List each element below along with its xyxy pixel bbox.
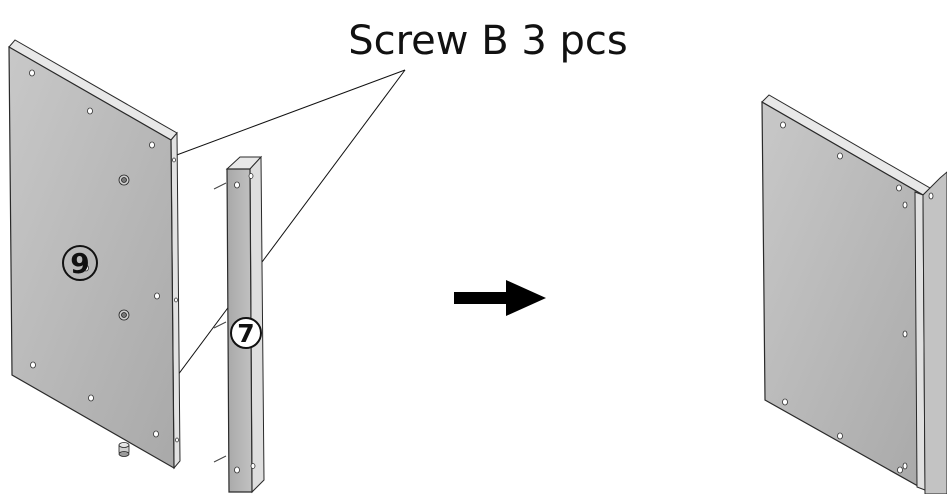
strip-holes bbox=[234, 173, 256, 474]
part-label-7: 7 bbox=[230, 317, 262, 349]
assembled-holes bbox=[780, 121, 934, 474]
assembled-side-strip bbox=[922, 171, 947, 494]
arrow-right-icon bbox=[454, 280, 546, 316]
assembled-face bbox=[761, 100, 926, 492]
assembled-result bbox=[761, 94, 947, 494]
panel-face bbox=[8, 45, 175, 470]
screw-icon bbox=[118, 174, 130, 321]
loose-screw-icon bbox=[118, 442, 130, 457]
strip-pins bbox=[213, 182, 227, 463]
part-label-7-text: 7 bbox=[237, 319, 254, 348]
part-label-9: 9 bbox=[62, 245, 98, 281]
panel-part-9 bbox=[8, 39, 181, 470]
callout-label: Screw B 3 pcs bbox=[348, 18, 628, 64]
part-label-9-text: 9 bbox=[70, 247, 89, 280]
panel-holes bbox=[29, 69, 179, 443]
